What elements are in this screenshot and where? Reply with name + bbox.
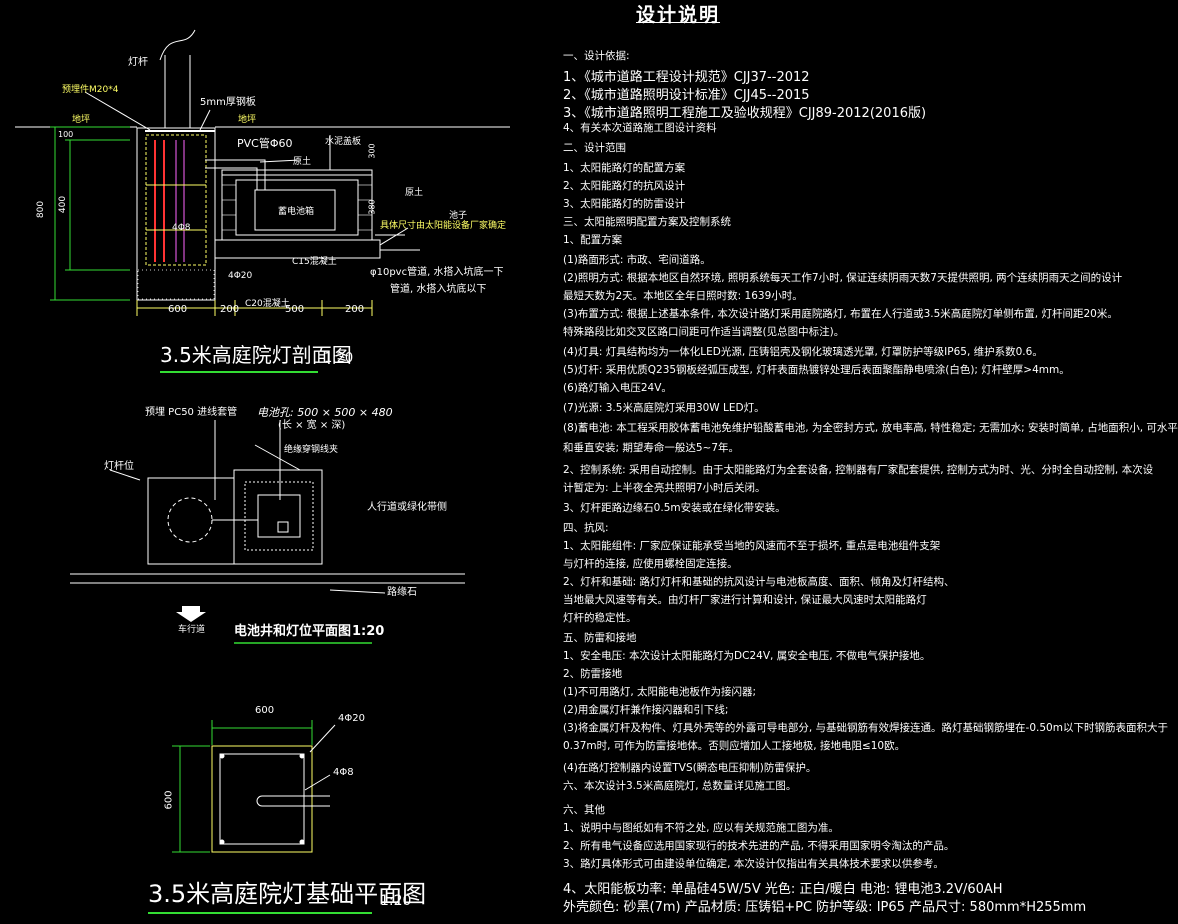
- label-c20: C20混凝土: [245, 299, 290, 309]
- label-curb: 路缘石: [387, 587, 417, 598]
- label-size-note: 具体尺寸由太阳能设备厂家确定: [380, 221, 507, 231]
- note-line: (8)蓄电池: 本工程采用胶体蓄电池免维护铅酸蓄电池, 为全密封方式, 放电率高…: [563, 422, 1178, 434]
- note-line: (6)路灯输入电压24V。: [563, 382, 672, 394]
- note-line: 2、太阳能路灯的抗风设计: [563, 180, 686, 192]
- label-pvc-note2: 管道, 水搭入坑底以下: [390, 284, 487, 295]
- note-line: 3、太阳能路灯的防雷设计: [563, 198, 686, 210]
- note-line: 1、太阳能路灯的配置方案: [563, 162, 686, 174]
- note-line: 特殊路段比如交叉区路口间距可作适当调整(见总图中标注)。: [563, 326, 845, 338]
- note-line: 1、《城市道路工程设计规范》CJJ37--2012: [563, 70, 810, 85]
- dim-300: 300: [367, 143, 377, 159]
- dim-500: 500: [285, 304, 305, 315]
- plan-drawing: [70, 420, 465, 644]
- label-rebar2: 4Φ20: [228, 271, 253, 281]
- note-line: 2、灯杆和基础: 路灯灯杆和基础的抗风设计与电池板高度、面积、倾角及灯杆结构、: [563, 576, 955, 588]
- label-cover: 水泥盖板: [325, 137, 362, 147]
- note-line: 最短天数为2天。本地区全年日照时数: 1639小时。: [563, 290, 803, 302]
- label-soil2: 原土: [405, 188, 424, 198]
- note-line: 六、本次设计3.5米高庭院灯, 总数量详见施工图。: [563, 780, 797, 792]
- section-title: 3.5米高庭院灯剖面图: [160, 343, 352, 367]
- note-line: (7)光源: 3.5米高庭院灯采用30W LED灯。: [563, 402, 765, 414]
- section-scale: 1:20: [324, 351, 354, 366]
- cad-drawing-canvas: [15, 29, 510, 914]
- foundation-scale: 1:20: [380, 893, 412, 909]
- found-rebar20: 4Φ20: [338, 713, 365, 724]
- label-pc50: 预埋 PC50 进线套管: [145, 407, 238, 418]
- note-line: 六、其他: [563, 804, 605, 816]
- label-pole: 灯杆: [128, 57, 148, 68]
- label-soil1: 原土: [293, 157, 312, 167]
- dim-400: 400: [58, 195, 69, 214]
- note-line: 四、抗风:: [563, 522, 609, 534]
- note-line: (4)灯具: 灯具结构均为一体化LED光源, 压铸铝壳及钢化玻璃透光罩, 灯罩防…: [563, 346, 1043, 358]
- label-sidewalk: 人行道或绿化带侧: [367, 502, 447, 513]
- note-line: (1)路面形式: 市政、宅间道路。: [563, 254, 711, 266]
- note-line: (3)布置方式: 根据上述基本条件, 本次设计路灯采用庭院路灯, 布置在人行道或…: [563, 308, 1118, 320]
- label-battery-hole2: (长 × 宽 × 深): [278, 420, 346, 431]
- note-line: 4、有关本次道路施工图设计资料: [563, 122, 717, 134]
- dim-100: 100: [58, 130, 74, 139]
- note-line: 2、防雷接地: [563, 668, 623, 680]
- label-road: 车行道: [178, 625, 206, 635]
- found-dim-600v: 600: [163, 790, 175, 810]
- label-lawn-left: 地坪: [72, 115, 91, 125]
- note-line: (1)不可用路灯, 太阳能电池板作为接闪器;: [563, 686, 757, 698]
- found-rebar8: 4Φ8: [333, 767, 354, 778]
- note-line: 2、所有电气设备应选用国家现行的技术先进的产品, 不得采用国家明令淘汰的产品。: [563, 840, 955, 852]
- found-dim-600: 600: [255, 705, 275, 716]
- plan-title: 电池井和灯位平面图: [234, 624, 352, 639]
- label-pit: 池子: [449, 211, 468, 221]
- note-line: 与灯杆的连接, 应使用螺栓固定连接。: [563, 558, 738, 570]
- note-line: 1、说明中与图纸如有不符之处, 应以有关规范施工图为准。: [563, 822, 839, 834]
- note-line: 和垂直安装; 期望寿命一般达5~7年。: [563, 442, 740, 454]
- note-line: 外壳颜色: 砂黑(7m) 产品材质: 压铸铝+PC 防护等级: IP65 产品尺…: [563, 900, 1087, 915]
- notes-title: 设计说明: [636, 4, 721, 26]
- note-line: 1、安全电压: 本次设计太阳能路灯为DC24V, 属安全电压, 不做电气保护接地…: [563, 650, 931, 662]
- dim-380: 380: [367, 199, 377, 215]
- note-line: 3、《城市道路照明工程施工及验收规程》CJJ89-2012(2016版): [563, 106, 927, 121]
- label-c15: C15混凝土: [292, 257, 337, 267]
- note-line: 2、控制系统: 采用自动控制。由于太阳能路灯为全套设备, 控制器有厂家配套提供,…: [563, 464, 1154, 476]
- note-line: (3)将金属灯杆及构件、灯具外壳等的外露可导电部分, 与基础钢筋有效焊接连通。路…: [563, 722, 1168, 734]
- label-pvc-note1: φ10pvc管道, 水搭入坑底一下: [370, 267, 504, 278]
- dim-200a: 200: [220, 304, 240, 315]
- label-wire: 绝缘穿钢线夹: [284, 445, 339, 455]
- dim-800: 800: [36, 200, 47, 219]
- note-line: 二、设计范围: [563, 142, 626, 154]
- foundation-title: 3.5米高庭院灯基础平面图: [148, 880, 427, 908]
- note-line: 五、防雷和接地: [563, 632, 637, 644]
- note-line: 一、设计依据:: [563, 50, 630, 62]
- foundation-drawing: [148, 720, 372, 914]
- note-line: 2、《城市道路照明设计标准》CJJ45--2015: [563, 88, 810, 103]
- dim-200b: 200: [345, 304, 365, 315]
- label-lawn-right: 地坪: [238, 115, 257, 125]
- note-line: 4、太阳能板功率: 单晶硅45W/5V 光色: 正白/暖白 电池: 锂电池3.2…: [563, 882, 1003, 897]
- label-bolts: 预埋件M20*4: [62, 85, 119, 95]
- note-line: (2)照明方式: 根据本地区自然环境, 照明系统每天工作7小时, 保证连续阴雨天…: [563, 272, 1123, 284]
- label-battery-hole: 电池孔: 500 × 500 × 480: [257, 406, 393, 419]
- label-pvc: PVC管Φ60: [237, 137, 293, 150]
- note-line: 计暂定为: 上半夜全亮共照明7小时后关闭。: [563, 482, 766, 494]
- note-line: 当地最大风速等有关。由灯杆厂家进行计算和设计, 保证最大风速时太阳能路灯: [563, 594, 927, 606]
- section-drawing: [15, 29, 510, 373]
- label-rebar: 4Φ8: [172, 223, 191, 233]
- note-line: (5)灯杆: 采用优质Q235钢板经弧压成型, 灯杆表面热镀锌处理后表面聚酯静电…: [563, 364, 1070, 376]
- label-battery: 蓄电池箱: [278, 207, 315, 217]
- note-line: 三、太阳能照明配置方案及控制系统: [563, 216, 731, 228]
- note-line: (2)用金属灯杆兼作接闪器和引下线;: [563, 704, 729, 716]
- note-line: 灯杆的稳定性。: [563, 612, 637, 624]
- note-line: 1、太阳能组件: 厂家应保证能承受当地的风速而不至于损坏, 重点是电池组件支架: [563, 540, 941, 552]
- note-line: 3、路灯具体形式可由建设单位确定, 本次设计仅指出有关具体技术要求以供参考。: [563, 858, 944, 870]
- label-plate: 5mm厚钢板: [200, 97, 256, 108]
- dim-600: 600: [168, 304, 188, 315]
- note-line: 0.37m时, 可作为防雷接地体。否则应增加人工接地极, 接地电阻≤10欧。: [563, 740, 906, 752]
- label-pole-pos: 灯杆位: [104, 461, 134, 472]
- note-line: 3、灯杆距路边缘石0.5m安装或在绿化带安装。: [563, 502, 786, 514]
- note-line: (4)在路灯控制器内设置TVS(瞬态电压抑制)防雷保护。: [563, 762, 817, 774]
- plan-scale: 1:20: [352, 624, 385, 639]
- note-line: 1、配置方案: [563, 234, 623, 246]
